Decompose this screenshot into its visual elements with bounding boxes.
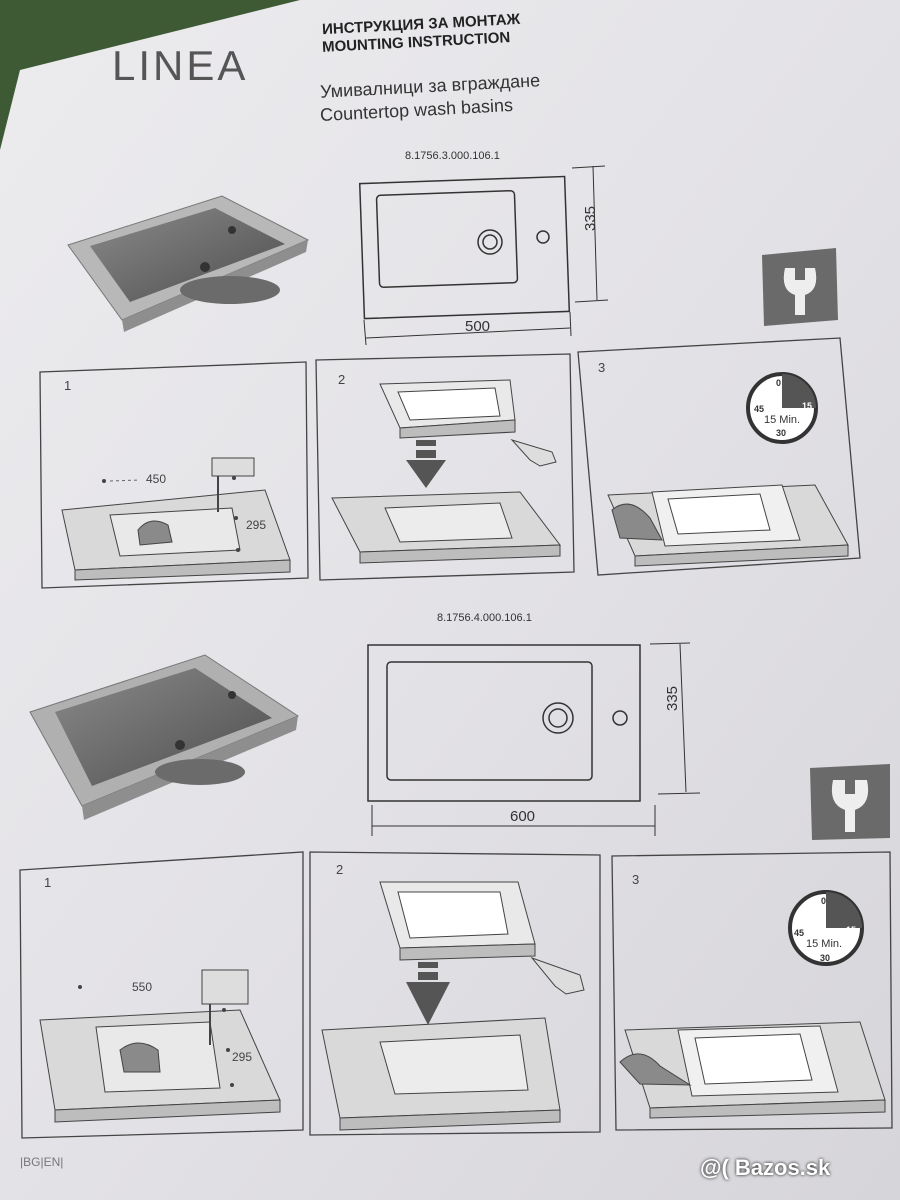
model-2-timer-icon (788, 890, 864, 966)
model-1-timer-0: 0 (776, 378, 782, 388)
model-1-wrench-icon (762, 248, 838, 326)
model-1-step-2-number: 2 (338, 372, 346, 387)
model-1-step-3-drawing (577, 337, 861, 576)
model-1-step-1-drawing (39, 361, 309, 589)
model-1-step-3-number: 3 (598, 360, 606, 375)
model-2-timer-label: 15 Min. (806, 938, 843, 950)
model-1-step-1-number: 1 (64, 378, 72, 393)
model-2-timer-30: 30 (820, 953, 831, 963)
model-1-timer-15: 15 (802, 401, 813, 411)
model-1-basin-render (67, 195, 310, 332)
model-2-timer-0: 0 (821, 896, 827, 906)
model-2-timer-15: 15 (846, 925, 857, 935)
model-2-wrench-icon (810, 764, 890, 840)
model-2-step-1-cut-width: 550 (132, 980, 153, 994)
model-2-step-2-drawing (309, 851, 601, 1136)
model-2-code: 8.1756.4.000.106.1 (437, 612, 532, 624)
model-1-step-1-cut-depth: 295 (246, 518, 267, 532)
model-2-step-3-drawing (611, 851, 893, 1131)
model-2-width-label: 600 (510, 808, 536, 825)
model-2-step-3-number: 3 (632, 872, 640, 887)
language-footer: |BG|EN| (20, 1155, 64, 1169)
model-1-code: 8.1756.3.000.106.1 (405, 150, 500, 162)
model-2-step-1-number: 1 (44, 875, 52, 890)
bazos-watermark: @( Bazos.sk (700, 1155, 831, 1180)
model-2-step-2-number: 2 (336, 862, 344, 877)
model-1-timer-icon (746, 372, 818, 444)
model-1-width-label: 500 (465, 318, 491, 335)
model-1-step-2-drawing (315, 353, 575, 581)
model-1-timer-45: 45 (754, 404, 765, 414)
model-1-timer-30: 30 (776, 428, 787, 438)
model-2-top-view (367, 642, 701, 836)
model-1-step-1-cut-width: 450 (146, 472, 167, 486)
model-2-step-1-drawing (19, 851, 304, 1139)
brand-logo: LINEA (112, 42, 249, 89)
model-2-basin-render (29, 654, 300, 820)
model-2-depth-label: 335 (664, 685, 682, 712)
model-1-top-view (358, 165, 609, 346)
model-2-timer-45: 45 (794, 928, 805, 938)
model-2-step-1-cut-depth: 295 (232, 1050, 253, 1064)
model-1-timer-label: 15 Min. (764, 414, 801, 426)
